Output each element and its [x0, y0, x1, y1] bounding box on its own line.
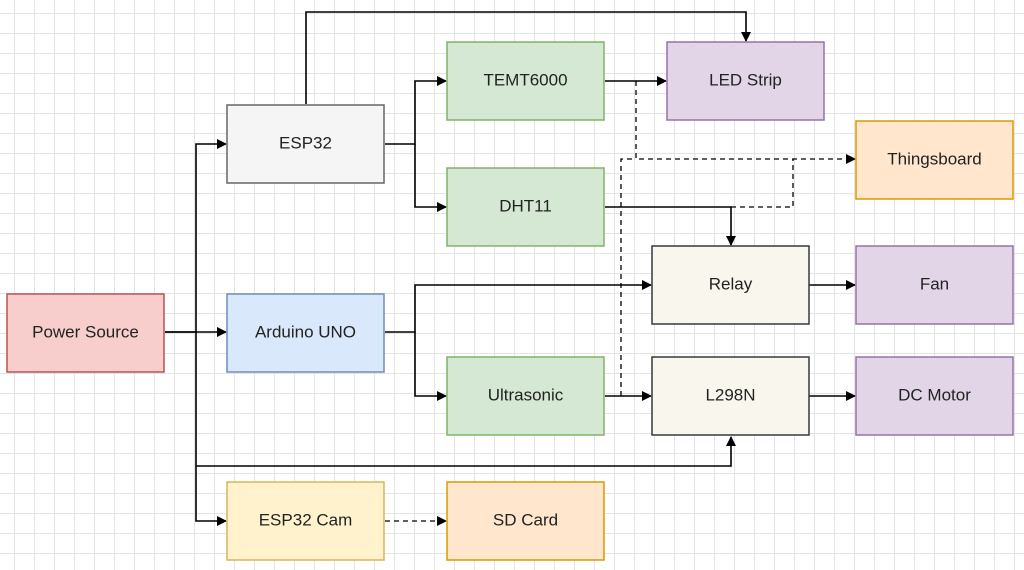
- node-label: TEMT6000: [483, 70, 567, 89]
- node-label: Thingsboard: [887, 149, 982, 168]
- node-esp32: ESP32: [226, 104, 385, 184]
- node-temt6000: TEMT6000: [446, 41, 605, 121]
- node-thingsboard: Thingsboard: [855, 120, 1014, 200]
- edge-arduino-to-ultrasonic: [414, 332, 447, 401]
- edge-dht11-to-relay: [605, 206, 736, 246]
- node-label: ESP32: [279, 133, 332, 152]
- node-led-strip: LED Strip: [666, 41, 825, 121]
- node-relay: Relay: [651, 245, 810, 325]
- node-label: SD Card: [493, 510, 558, 529]
- edge-power-to-esp32: [165, 139, 227, 333]
- node-label: Relay: [709, 274, 753, 293]
- node-esp32-cam: ESP32 Cam: [226, 481, 385, 561]
- node-sd-card: SD Card: [446, 481, 605, 561]
- edge-esp32-to-ledstrip: [305, 11, 751, 104]
- edge-esp32-to-temt6000: [385, 76, 447, 145]
- node-label: Fan: [920, 274, 949, 293]
- edge-power-to-l298n: [196, 436, 736, 467]
- node-label: Power Source: [32, 322, 139, 341]
- edge-esp32-to-dht11: [414, 144, 447, 212]
- node-dc-motor: DC Motor: [855, 356, 1014, 436]
- node-label: DC Motor: [898, 385, 971, 404]
- node-label: L298N: [705, 385, 755, 404]
- node-label: ESP32 Cam: [259, 510, 353, 529]
- node-power-source: Power Source: [6, 293, 165, 373]
- edge-power-to-esp32cam: [195, 332, 227, 526]
- node-fan: Fan: [855, 245, 1014, 325]
- edge-arduino-to-relay: [385, 280, 652, 333]
- edge-dht11-to-thingsboard: [731, 159, 794, 208]
- node-label: Ultrasonic: [488, 385, 564, 404]
- node-dht11: DHT11: [446, 167, 605, 247]
- edge-ultrasonic-to-thingsboard: [620, 158, 636, 396]
- node-label: LED Strip: [709, 70, 782, 89]
- node-ultrasonic: Ultrasonic: [446, 356, 605, 436]
- node-label: Arduino UNO: [255, 322, 356, 341]
- node-label: DHT11: [499, 196, 552, 215]
- node-arduino-uno: Arduino UNO: [226, 293, 385, 373]
- node-l298n: L298N: [651, 356, 810, 436]
